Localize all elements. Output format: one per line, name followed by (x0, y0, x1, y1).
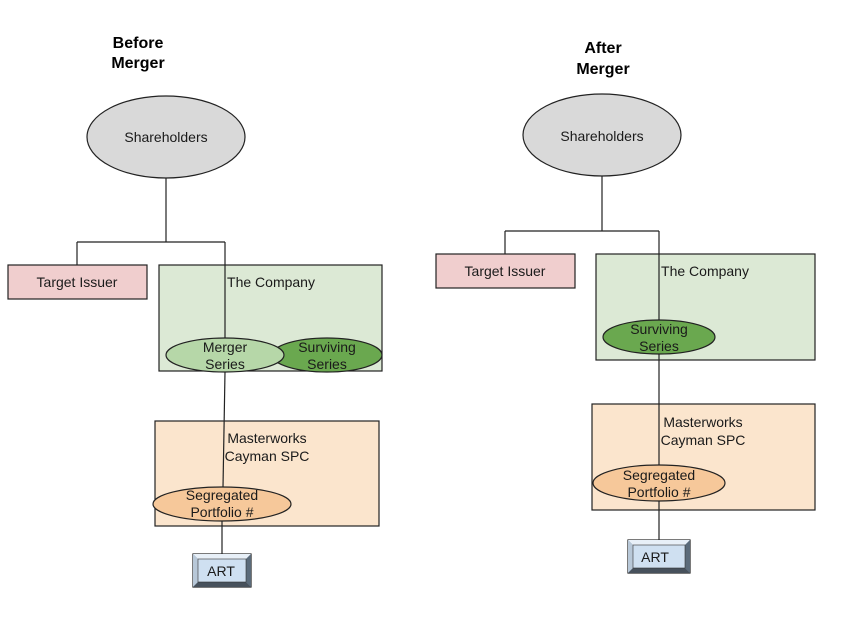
spc-label-line1: Masterworks (663, 414, 742, 430)
art-label: ART (641, 549, 669, 565)
target-issuer-node (7, 264, 148, 300)
target-issuer-node (435, 253, 576, 289)
target-issuer-label: Target Issuer (37, 274, 118, 290)
portfolio-label-line2: Portfolio # (190, 504, 253, 520)
surviving-series-label-line2: Series (307, 356, 347, 372)
segregated-portfolio-node (152, 486, 292, 522)
portfolio-label-line1: Segregated (186, 487, 258, 503)
surviving-series-label-line1: Surviving (630, 321, 688, 337)
art-label: ART (207, 563, 235, 579)
art-node: ART (192, 553, 252, 588)
after-merger-panel: After Merger Shareholders Target Issuer … (435, 40, 816, 574)
company-label: The Company (227, 274, 315, 290)
connector-series-to-portfolio (222, 371, 226, 488)
company-label: The Company (661, 263, 749, 279)
surviving-series-label-line2: Series (639, 338, 679, 354)
spc-label-line1: Masterworks (227, 430, 306, 446)
art-node: ART (627, 539, 691, 574)
before-title-line1: Before (113, 35, 164, 52)
spc-label-line2: Cayman SPC (661, 432, 746, 448)
before-merger-panel: Before Merger Shareholders Target Issuer… (7, 35, 383, 588)
spc-label-line2: Cayman SPC (225, 448, 310, 464)
shareholders-label: Shareholders (124, 129, 207, 145)
before-title-line2: Merger (111, 55, 164, 72)
merger-series-label-line2: Series (205, 356, 245, 372)
surviving-series-label-line1: Surviving (298, 339, 356, 355)
target-issuer-label: Target Issuer (465, 263, 546, 279)
shareholders-node (522, 93, 682, 177)
after-title-line1: After (584, 40, 621, 57)
portfolio-label-line1: Segregated (623, 467, 695, 483)
after-title-line2: Merger (576, 61, 629, 78)
merger-series-label-line1: Merger (203, 339, 248, 355)
shareholders-node (86, 95, 246, 179)
shareholders-label: Shareholders (560, 128, 643, 144)
portfolio-label-line2: Portfolio # (627, 484, 690, 500)
segregated-portfolio-node (592, 464, 726, 502)
